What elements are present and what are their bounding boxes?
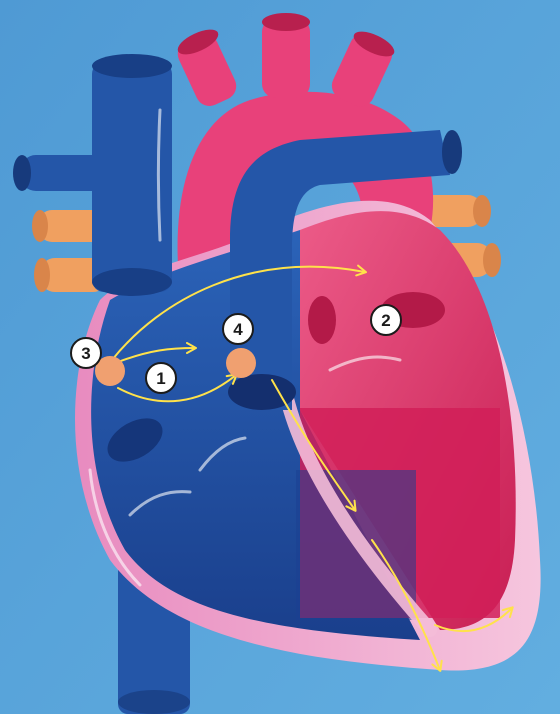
- svg-text:1: 1: [156, 369, 165, 388]
- svg-text:3: 3: [81, 344, 90, 363]
- marker-4: 4: [223, 314, 253, 344]
- marker-3: 3: [71, 338, 101, 368]
- superior-vena-cava: [92, 54, 172, 296]
- marker-2: 2: [371, 305, 401, 335]
- svg-text:4: 4: [233, 320, 243, 339]
- atrioventricular-node: [226, 348, 256, 378]
- svg-text:2: 2: [381, 311, 390, 330]
- marker-1: 1: [146, 363, 176, 393]
- aortic-opening: [308, 296, 336, 344]
